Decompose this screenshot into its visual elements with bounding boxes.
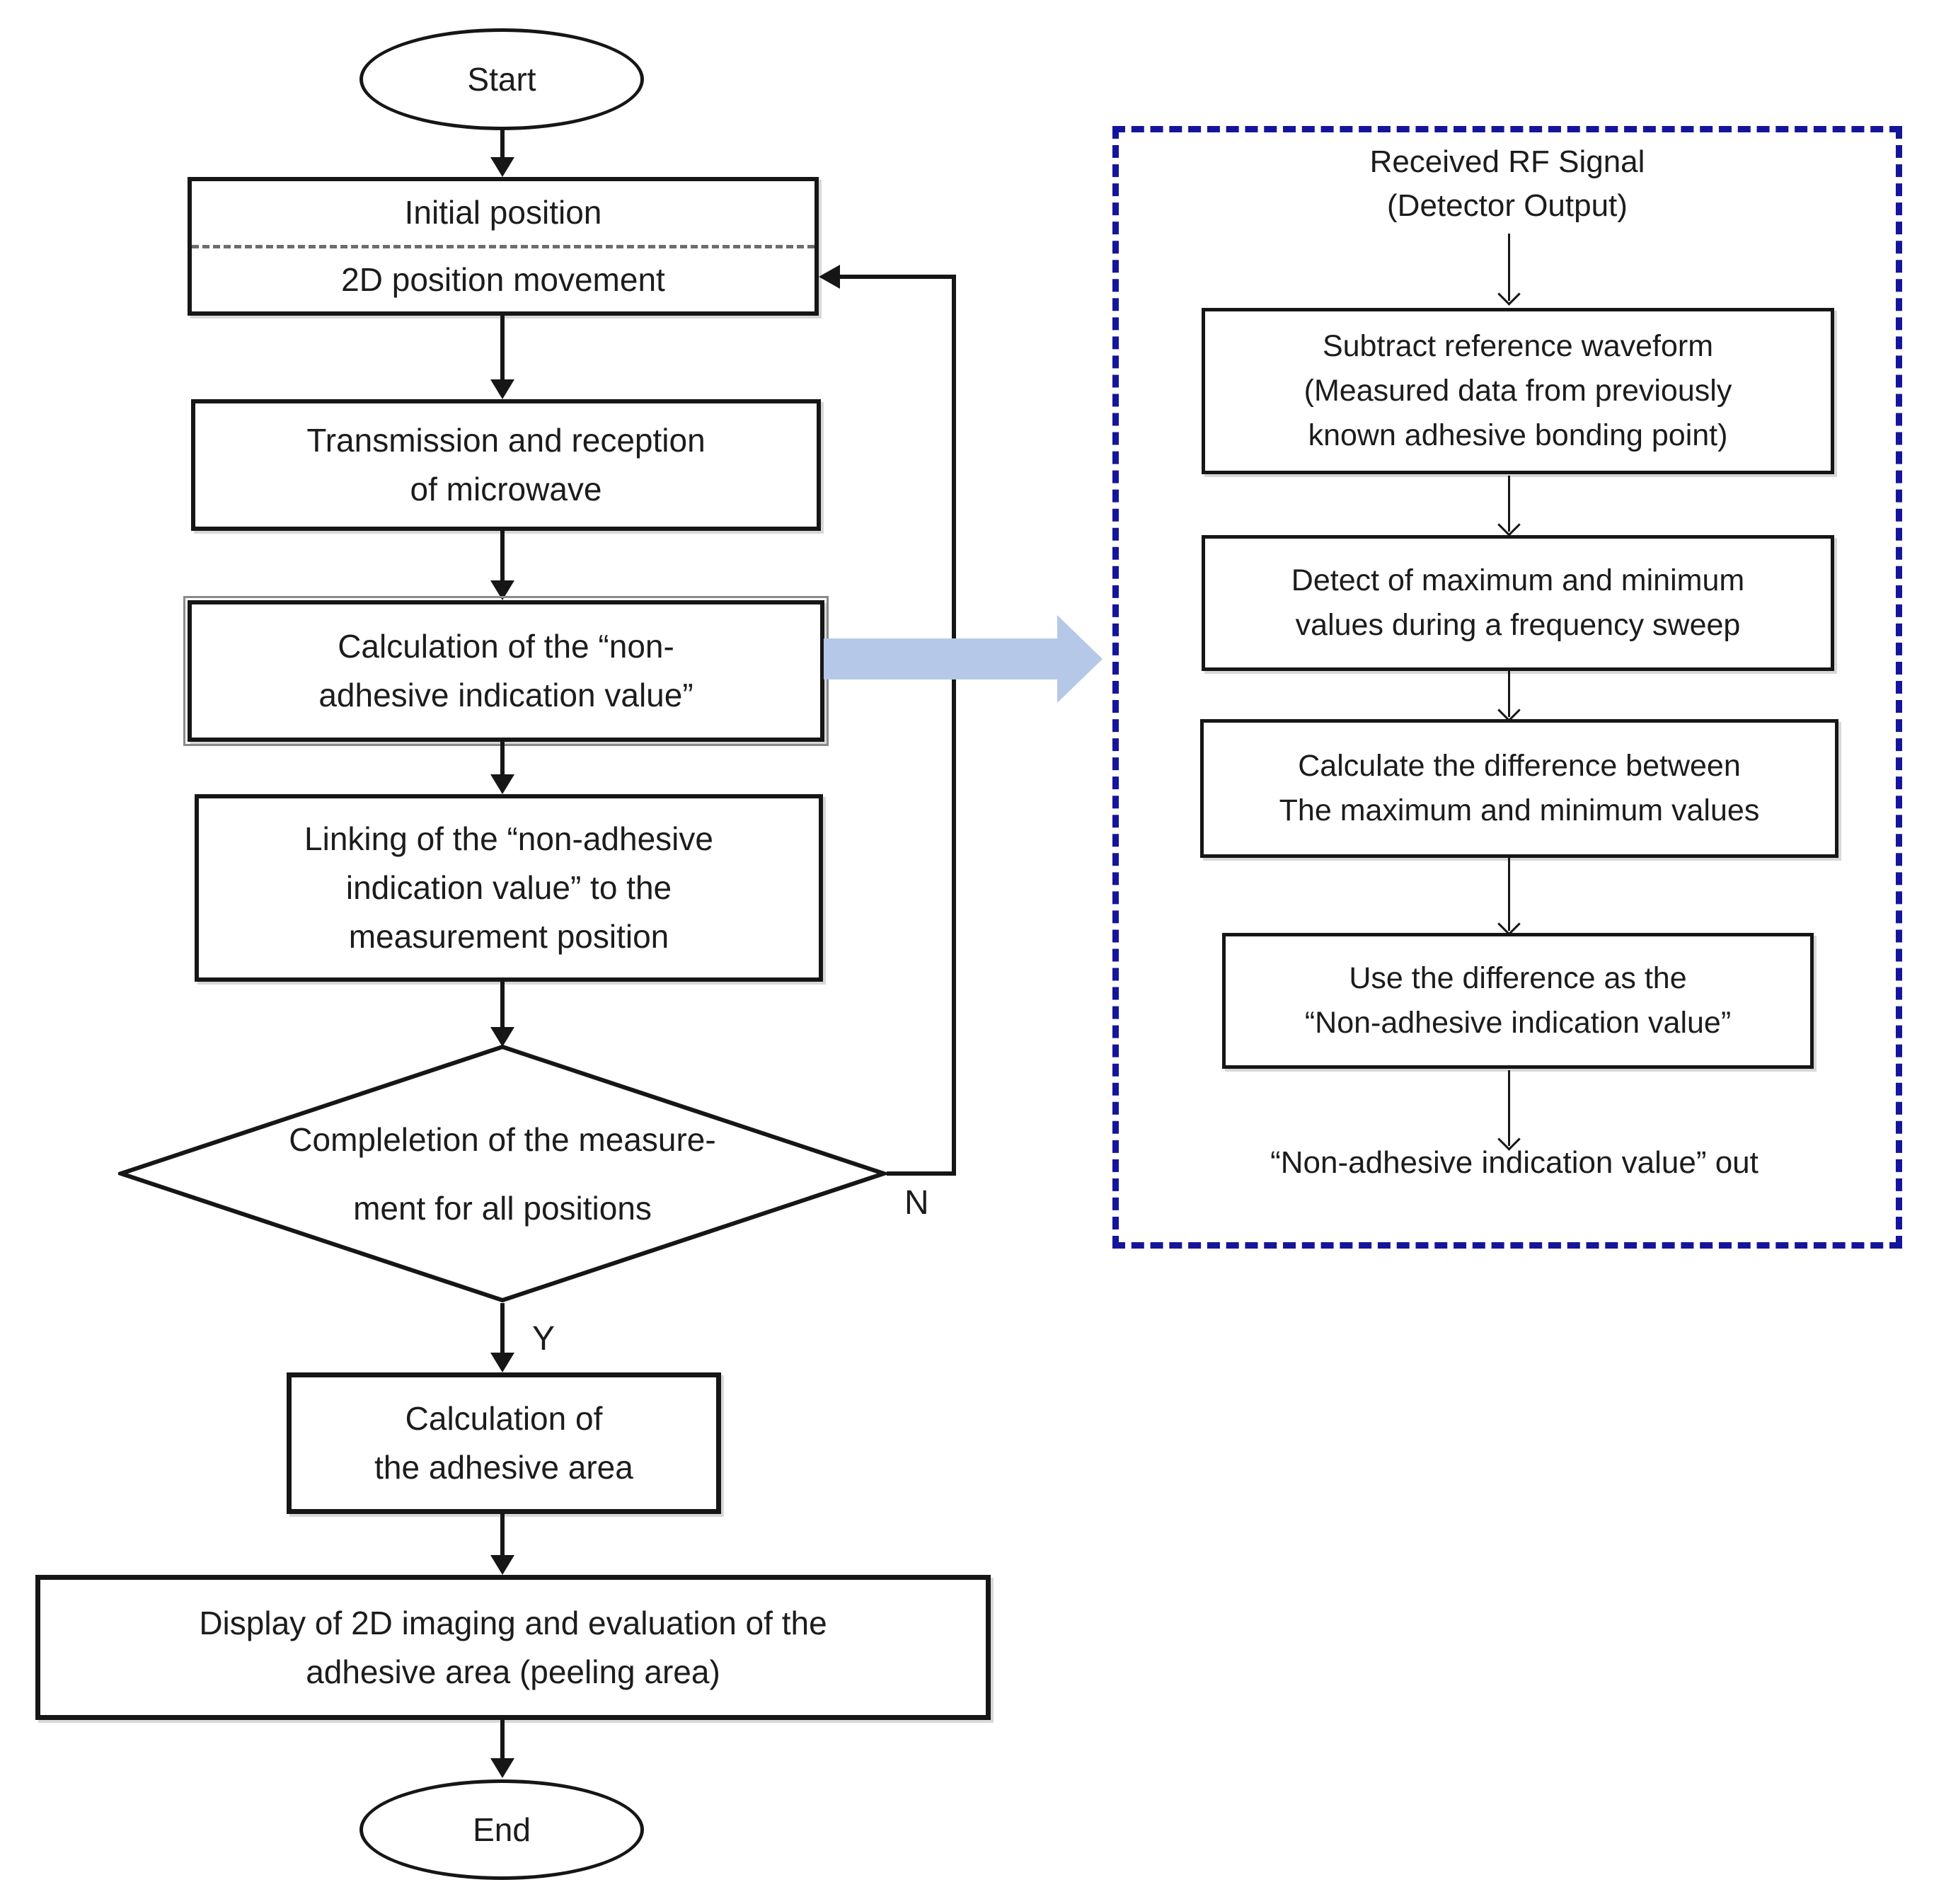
detail-panel — [1112, 126, 1902, 1249]
arrow-input-to-subtract-icon — [1500, 234, 1519, 304]
end-terminator: End — [359, 1779, 644, 1880]
detail-detect-label: Detect of maximum and minimum values dur… — [1291, 563, 1745, 642]
end-label: End — [473, 1811, 531, 1848]
adhesive-area-process: Calculation of the adhesive area — [287, 1372, 721, 1514]
arrow-transmission-to-calculation-icon — [490, 531, 514, 600]
linking-process: Linking of the “non-adhesive indication … — [195, 794, 823, 982]
detail-output-label: “Non-adhesive indication value” out — [1270, 1145, 1759, 1181]
arrow-initial-to-transmission-icon — [490, 316, 514, 399]
linking-label: Linking of the “non-adhesive indication … — [304, 820, 713, 955]
initial-position-label: Initial position — [404, 194, 602, 231]
detail-input-label: Received RF Signal (Detector Output) — [1369, 144, 1645, 223]
arrow-subtract-to-detect-icon — [1500, 476, 1519, 535]
detail-callout-arrow-body — [824, 638, 1059, 679]
decision-no-label: N — [904, 1184, 929, 1222]
completion-decision-label: Compleletion of the measure- ment for al… — [289, 1121, 716, 1227]
detail-difference-label: Calculate the difference between The max… — [1279, 749, 1760, 827]
arrow-decision-to-adhesive-icon — [490, 1303, 514, 1372]
loop-line-bottom — [887, 1171, 956, 1176]
detail-difference-process: Calculate the difference between The max… — [1200, 719, 1838, 858]
display-process: Display of 2D imaging and evaluation of … — [35, 1575, 991, 1720]
arrow-detect-to-difference-icon — [1500, 671, 1519, 721]
initial-position-process: Initial position 2D position movement — [188, 177, 819, 316]
arrow-use-to-output-icon — [1500, 1070, 1519, 1149]
arrow-linking-to-decision-icon — [490, 982, 514, 1047]
loop-line-top — [839, 275, 956, 279]
detail-subtract-label: Subtract reference waveform (Measured da… — [1303, 329, 1732, 452]
detail-use-label: Use the difference as the “Non-adhesive … — [1304, 961, 1732, 1040]
loop-arrowhead-icon — [819, 265, 840, 289]
loop-line-vertical — [952, 275, 956, 1176]
arrow-difference-to-use-icon — [1500, 858, 1519, 934]
arrow-start-to-initial-icon — [490, 130, 514, 177]
adhesive-area-label: Calculation of the adhesive area — [374, 1400, 633, 1486]
detail-use-process: Use the difference as the “Non-adhesive … — [1222, 933, 1814, 1069]
start-terminator: Start — [359, 28, 644, 130]
completion-decision-shape — [118, 1044, 887, 1303]
transmission-label: Transmission and reception of microwave — [306, 422, 706, 507]
decision-yes-label: Y — [532, 1320, 556, 1358]
detail-callout-arrow-icon — [1057, 615, 1103, 703]
start-label: Start — [467, 61, 536, 98]
transmission-process: Transmission and reception of microwave — [191, 399, 821, 531]
calculation-label: Calculation of the “non- adhesive indica… — [318, 628, 693, 713]
arrow-adhesive-to-display-icon — [490, 1514, 514, 1575]
display-label: Display of 2D imaging and evaluation of … — [199, 1604, 827, 1690]
detail-detect-process: Detect of maximum and minimum values dur… — [1202, 535, 1834, 671]
calculation-subroutine: Calculation of the “non- adhesive indica… — [183, 596, 829, 746]
detail-subtract-process: Subtract reference waveform (Measured da… — [1202, 308, 1834, 474]
position-movement-label: 2D position movement — [192, 244, 815, 312]
arrow-calculation-to-linking-icon — [490, 742, 514, 794]
arrow-display-to-end-icon — [490, 1720, 514, 1778]
